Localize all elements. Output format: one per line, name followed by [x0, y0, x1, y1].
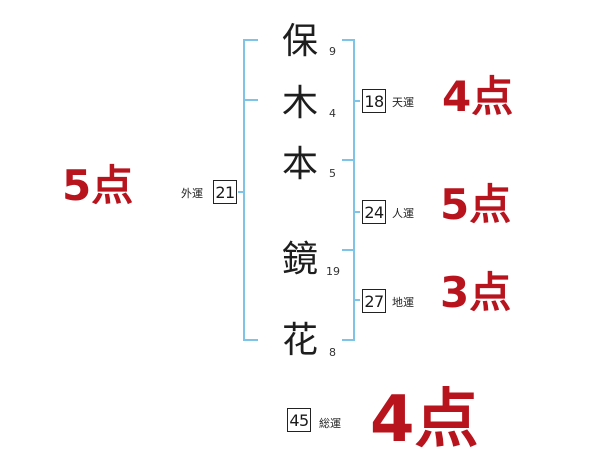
total-fortune-label: 総運	[319, 417, 341, 430]
name-char-3: 本	[281, 144, 318, 185]
person-fortune-label: 人運	[392, 207, 414, 220]
earth-fortune-score: 3点	[440, 268, 512, 317]
outer-fortune-score: 5点	[62, 161, 134, 210]
outer-bracket	[243, 39, 258, 341]
name-char-4-strokes: 19	[326, 265, 340, 278]
name-char-2: 木	[281, 83, 318, 124]
earth-fortune-label: 地運	[392, 296, 414, 309]
heaven-fortune-score: 4点	[442, 72, 514, 121]
name-char-1-strokes: 9	[329, 45, 336, 58]
total-fortune-value: 45	[287, 408, 311, 432]
total-fortune-score: 4点	[370, 383, 479, 457]
name-char-5-strokes: 8	[329, 346, 336, 359]
person-fortune-value: 24	[362, 200, 386, 224]
earth-fortune-value: 27	[362, 289, 386, 313]
outer-fortune-label: 外運	[181, 187, 203, 200]
heaven-bracket	[342, 39, 355, 161]
person-fortune-score: 5点	[440, 180, 512, 229]
heaven-fortune-label: 天運	[392, 96, 414, 109]
heaven-fortune-value: 18	[362, 89, 386, 113]
person-bracket	[342, 159, 355, 251]
name-char-5: 花	[281, 320, 318, 361]
earth-bracket	[342, 249, 355, 341]
name-char-4: 鏡	[281, 239, 318, 280]
outer-fortune-value: 21	[213, 180, 237, 204]
name-char-1: 保	[281, 21, 318, 62]
name-char-3-strokes: 5	[329, 167, 336, 180]
name-char-2-strokes: 4	[329, 107, 336, 120]
